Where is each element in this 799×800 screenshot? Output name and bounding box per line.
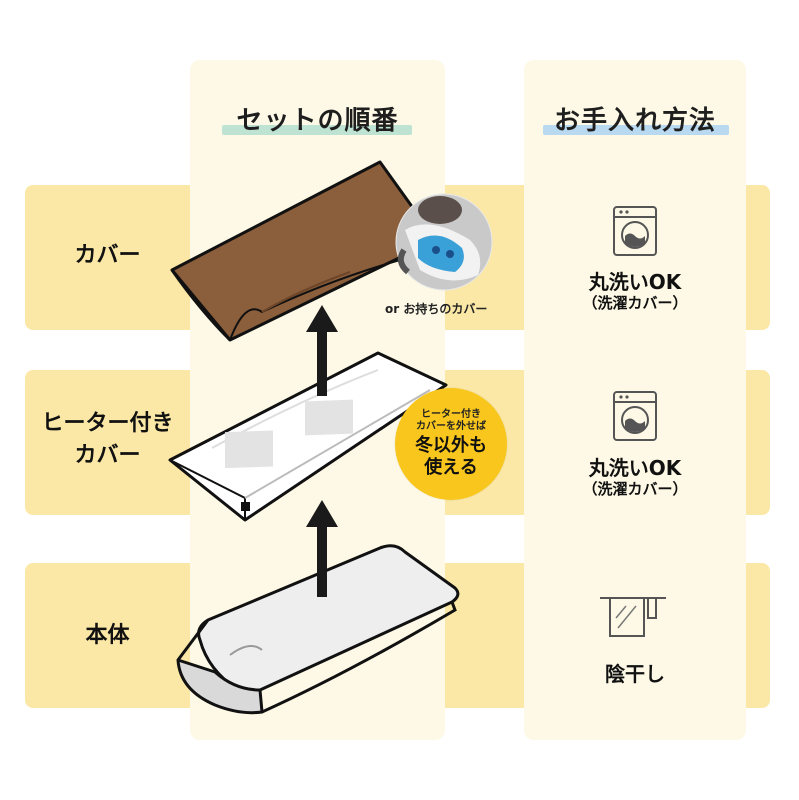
arrow-up-icon-bottom — [306, 500, 338, 597]
badge-small-line-1: ヒーター付き — [421, 409, 481, 420]
care-title-cover: 丸洗いOK — [588, 270, 682, 294]
heater-cover-illustration — [168, 351, 448, 522]
care-title-heater: 丸洗いOK — [588, 456, 682, 480]
badge-big-line-2: 使える — [424, 457, 478, 478]
care-column — [524, 60, 746, 740]
care-title-body: 陰干し — [605, 662, 665, 686]
care-header: お手入れ方法 — [553, 106, 716, 136]
care-header-underline — [543, 125, 729, 135]
pillow-body-illustration — [176, 544, 460, 715]
own-cover-photo — [395, 193, 493, 291]
own-cover-caption: or お持ちのカバー — [385, 302, 488, 316]
order-header-underline — [222, 125, 412, 135]
row-label-cover: カバー — [74, 243, 141, 268]
row-label-heater: ヒーター付き カバー — [41, 411, 174, 468]
badge-big-line-1: 冬以外も — [415, 435, 487, 456]
controller-plug-icon — [241, 502, 250, 511]
arrow-up-icon-top — [306, 305, 338, 396]
care-sub-cover: （洗濯カバー） — [582, 294, 688, 312]
washing-machine-icon — [613, 391, 657, 441]
badge-small-line-2: カバーを外せば — [416, 421, 486, 432]
drying-rack-icon — [600, 597, 666, 637]
care-sub-heater: （洗濯カバー） — [582, 480, 688, 498]
order-header: セットの順番 — [236, 106, 399, 136]
row-label-body: 本体 — [85, 623, 130, 648]
washing-machine-icon — [613, 206, 657, 256]
winter-badge: ヒーター付き カバーを外せば 冬以外も 使える — [395, 388, 507, 500]
